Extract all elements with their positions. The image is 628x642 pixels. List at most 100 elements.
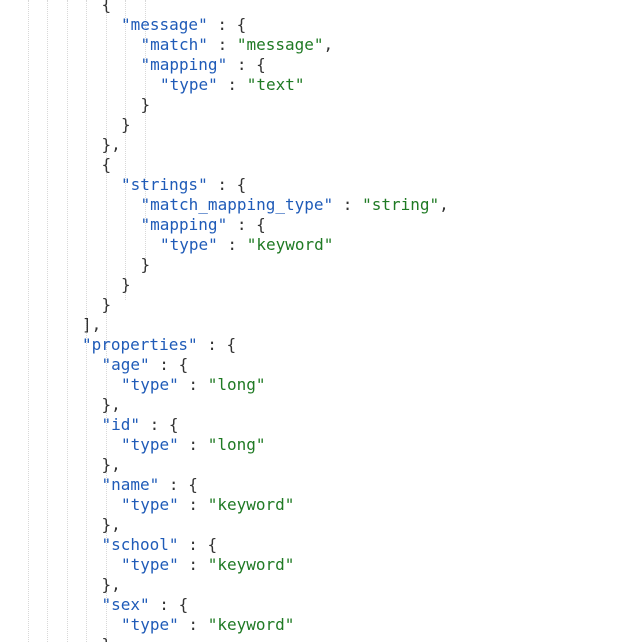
json-punctuation: : xyxy=(333,195,363,214)
code-line[interactable]: "strings" : { xyxy=(121,175,246,195)
code-line[interactable]: "id" : { xyxy=(102,415,179,435)
json-punctuation: : { xyxy=(140,415,179,434)
code-line[interactable]: "type" : "long" xyxy=(121,435,266,455)
json-key: "type" xyxy=(121,375,179,394)
json-punctuation: { xyxy=(101,0,112,14)
json-punctuation: } xyxy=(102,635,112,642)
json-key: "type" xyxy=(121,555,179,574)
json-punctuation: }, xyxy=(101,515,121,534)
json-key: "name" xyxy=(101,475,160,494)
json-punctuation: }, xyxy=(101,575,121,594)
json-string-value: "keyword" xyxy=(246,235,334,254)
json-punctuation: : { xyxy=(207,15,247,34)
code-line[interactable]: } xyxy=(141,95,151,115)
json-punctuation: } xyxy=(121,275,131,294)
code-line[interactable]: "type" : "keyword" xyxy=(121,615,294,635)
indent-guide-line xyxy=(27,0,29,642)
json-punctuation: : xyxy=(178,495,208,514)
json-punctuation: } xyxy=(140,95,151,114)
code-line[interactable]: }, xyxy=(102,575,121,595)
json-punctuation: } xyxy=(140,255,151,274)
json-key: "mapping" xyxy=(140,215,228,234)
json-punctuation: : { xyxy=(227,55,266,74)
code-line[interactable]: "type" : "long" xyxy=(121,375,266,395)
code-line[interactable]: ], xyxy=(82,315,101,335)
code-line[interactable]: } xyxy=(102,635,112,642)
json-key: "match_mapping_type" xyxy=(140,195,334,214)
code-line[interactable]: { xyxy=(102,155,112,175)
code-line[interactable]: "match" : "message", xyxy=(141,35,334,55)
json-key: "mapping" xyxy=(140,55,228,74)
json-key: "type" xyxy=(121,615,179,634)
json-key: "type" xyxy=(160,75,218,94)
json-punctuation: : { xyxy=(227,215,266,234)
code-line[interactable]: }, xyxy=(102,135,121,155)
code-line[interactable]: }, xyxy=(102,455,121,475)
json-punctuation: }, xyxy=(101,395,121,414)
json-punctuation: }, xyxy=(101,455,121,474)
json-punctuation: } xyxy=(101,295,112,314)
json-punctuation: }, xyxy=(101,135,121,154)
json-key: "id" xyxy=(101,415,141,434)
json-key: "sex" xyxy=(101,595,150,614)
json-key: "age" xyxy=(101,355,150,374)
json-string-value: "keyword" xyxy=(207,495,295,514)
json-string-value: "string" xyxy=(362,195,440,214)
code-line[interactable]: "type" : "keyword" xyxy=(121,495,294,515)
json-punctuation: , xyxy=(439,195,449,214)
code-line[interactable]: }, xyxy=(102,515,121,535)
json-key: "type" xyxy=(121,495,179,514)
json-key: "match" xyxy=(140,35,208,54)
indent-guide-line xyxy=(66,0,68,642)
code-line[interactable]: } xyxy=(121,275,131,295)
json-punctuation: , xyxy=(323,35,334,54)
json-string-value: "keyword" xyxy=(207,555,295,574)
json-punctuation: : { xyxy=(159,475,198,494)
code-line[interactable]: "name" : { xyxy=(102,475,198,495)
code-line[interactable]: "mapping" : { xyxy=(141,55,266,75)
json-string-value: "long" xyxy=(207,435,266,454)
code-line[interactable]: } xyxy=(102,295,112,315)
indent-guide-line xyxy=(125,0,126,300)
code-line[interactable]: } xyxy=(121,115,131,135)
json-punctuation: ], xyxy=(82,315,102,334)
json-key: "strings" xyxy=(121,175,208,194)
code-line[interactable]: } xyxy=(141,255,151,275)
code-line[interactable]: "age" : { xyxy=(102,355,189,375)
json-punctuation: : xyxy=(217,235,247,254)
json-punctuation: { xyxy=(101,155,112,174)
json-key: "properties" xyxy=(82,335,198,354)
json-key: "type" xyxy=(160,235,218,254)
json-punctuation: : { xyxy=(178,535,218,554)
json-punctuation: : xyxy=(178,615,208,634)
json-punctuation: : xyxy=(207,35,237,54)
code-line[interactable]: "school" : { xyxy=(102,535,218,555)
json-punctuation: : xyxy=(178,435,208,454)
code-line[interactable]: "message" : { xyxy=(121,15,246,35)
json-punctuation: : xyxy=(178,375,208,394)
code-line[interactable]: "type" : "text" xyxy=(160,75,305,95)
code-line[interactable]: "sex" : { xyxy=(102,595,189,615)
json-punctuation: : xyxy=(178,555,208,574)
json-string-value: "keyword" xyxy=(207,615,295,634)
code-line[interactable]: { xyxy=(102,0,112,15)
indent-guide-line xyxy=(47,0,48,642)
code-line[interactable]: "type" : "keyword" xyxy=(121,555,294,575)
json-string-value: "text" xyxy=(246,75,305,94)
code-line[interactable]: "type" : "keyword" xyxy=(160,235,333,255)
code-line[interactable]: "mapping" : { xyxy=(141,215,266,235)
json-punctuation: : xyxy=(217,75,247,94)
json-punctuation: : { xyxy=(149,355,189,374)
json-string-value: "message" xyxy=(236,35,324,54)
json-key: "message" xyxy=(121,15,208,34)
json-key: "school" xyxy=(101,535,179,554)
json-punctuation: } xyxy=(121,115,131,134)
code-line[interactable]: "match_mapping_type" : "string", xyxy=(141,195,449,215)
code-line[interactable]: "properties" : { xyxy=(82,335,236,355)
json-punctuation: : { xyxy=(207,175,247,194)
code-line[interactable]: }, xyxy=(102,395,121,415)
json-key: "type" xyxy=(121,435,179,454)
json-string-value: "long" xyxy=(207,375,266,394)
json-punctuation: : { xyxy=(149,595,189,614)
